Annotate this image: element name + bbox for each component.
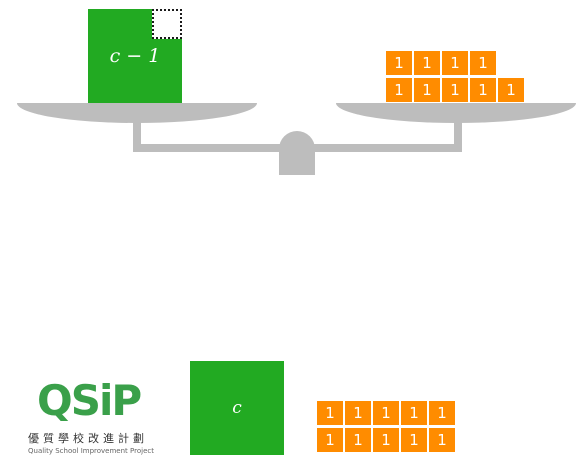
- unit-tile: 1: [413, 50, 441, 76]
- unit-tile: 1: [441, 50, 469, 76]
- tile-label: 1: [409, 404, 419, 422]
- removed-unit-outline: [152, 9, 182, 39]
- tile-label: 1: [422, 81, 432, 99]
- unit-tile: 1: [400, 400, 428, 426]
- tile-label: 1: [478, 81, 488, 99]
- tile-label: 1: [394, 54, 404, 72]
- tile-label: 1: [381, 431, 391, 449]
- unit-tile: 1: [413, 77, 441, 103]
- logo-mark: QSiP: [37, 376, 142, 425]
- unit-tile: 1: [497, 77, 525, 103]
- right-pan-post: [454, 122, 462, 152]
- scale-fulcrum: [279, 131, 315, 175]
- c-block: c: [190, 361, 284, 455]
- right-pan: [336, 103, 576, 123]
- logo-english-text: Quality School Improvement Project: [28, 447, 154, 455]
- unit-tile: 1: [385, 77, 413, 103]
- unit-tile: 1: [372, 427, 400, 453]
- tile-label: 1: [437, 404, 447, 422]
- tile-label: 1: [409, 431, 419, 449]
- tile-label: 1: [325, 404, 335, 422]
- logo-chinese-text: 優質學校改進計劃: [28, 432, 148, 445]
- tile-label: 1: [450, 81, 460, 99]
- block-label: c: [232, 398, 242, 418]
- unit-tile: 1: [344, 427, 372, 453]
- unit-tile: 1: [372, 400, 400, 426]
- tile-label: 1: [381, 404, 391, 422]
- tile-label: 1: [353, 431, 363, 449]
- tile-label: 1: [325, 431, 335, 449]
- unit-tile: 1: [385, 50, 413, 76]
- unit-tile: 1: [469, 77, 497, 103]
- tile-label: 1: [450, 54, 460, 72]
- tile-label: 1: [394, 81, 404, 99]
- unit-tile: 1: [428, 400, 456, 426]
- left-pan: [17, 103, 257, 123]
- unit-tile: 1: [344, 400, 372, 426]
- unit-tile: 1: [469, 50, 497, 76]
- unit-tile: 1: [441, 77, 469, 103]
- unit-tile: 1: [428, 427, 456, 453]
- tile-label: 1: [478, 54, 488, 72]
- block-label: c − 1: [109, 45, 161, 67]
- left-pan-post: [133, 122, 141, 152]
- unit-tile: 1: [400, 427, 428, 453]
- tile-label: 1: [506, 81, 516, 99]
- tile-label: 1: [422, 54, 432, 72]
- tile-label: 1: [437, 431, 447, 449]
- tile-label: 1: [353, 404, 363, 422]
- unit-tile: 1: [316, 427, 344, 453]
- unit-tile: 1: [316, 400, 344, 426]
